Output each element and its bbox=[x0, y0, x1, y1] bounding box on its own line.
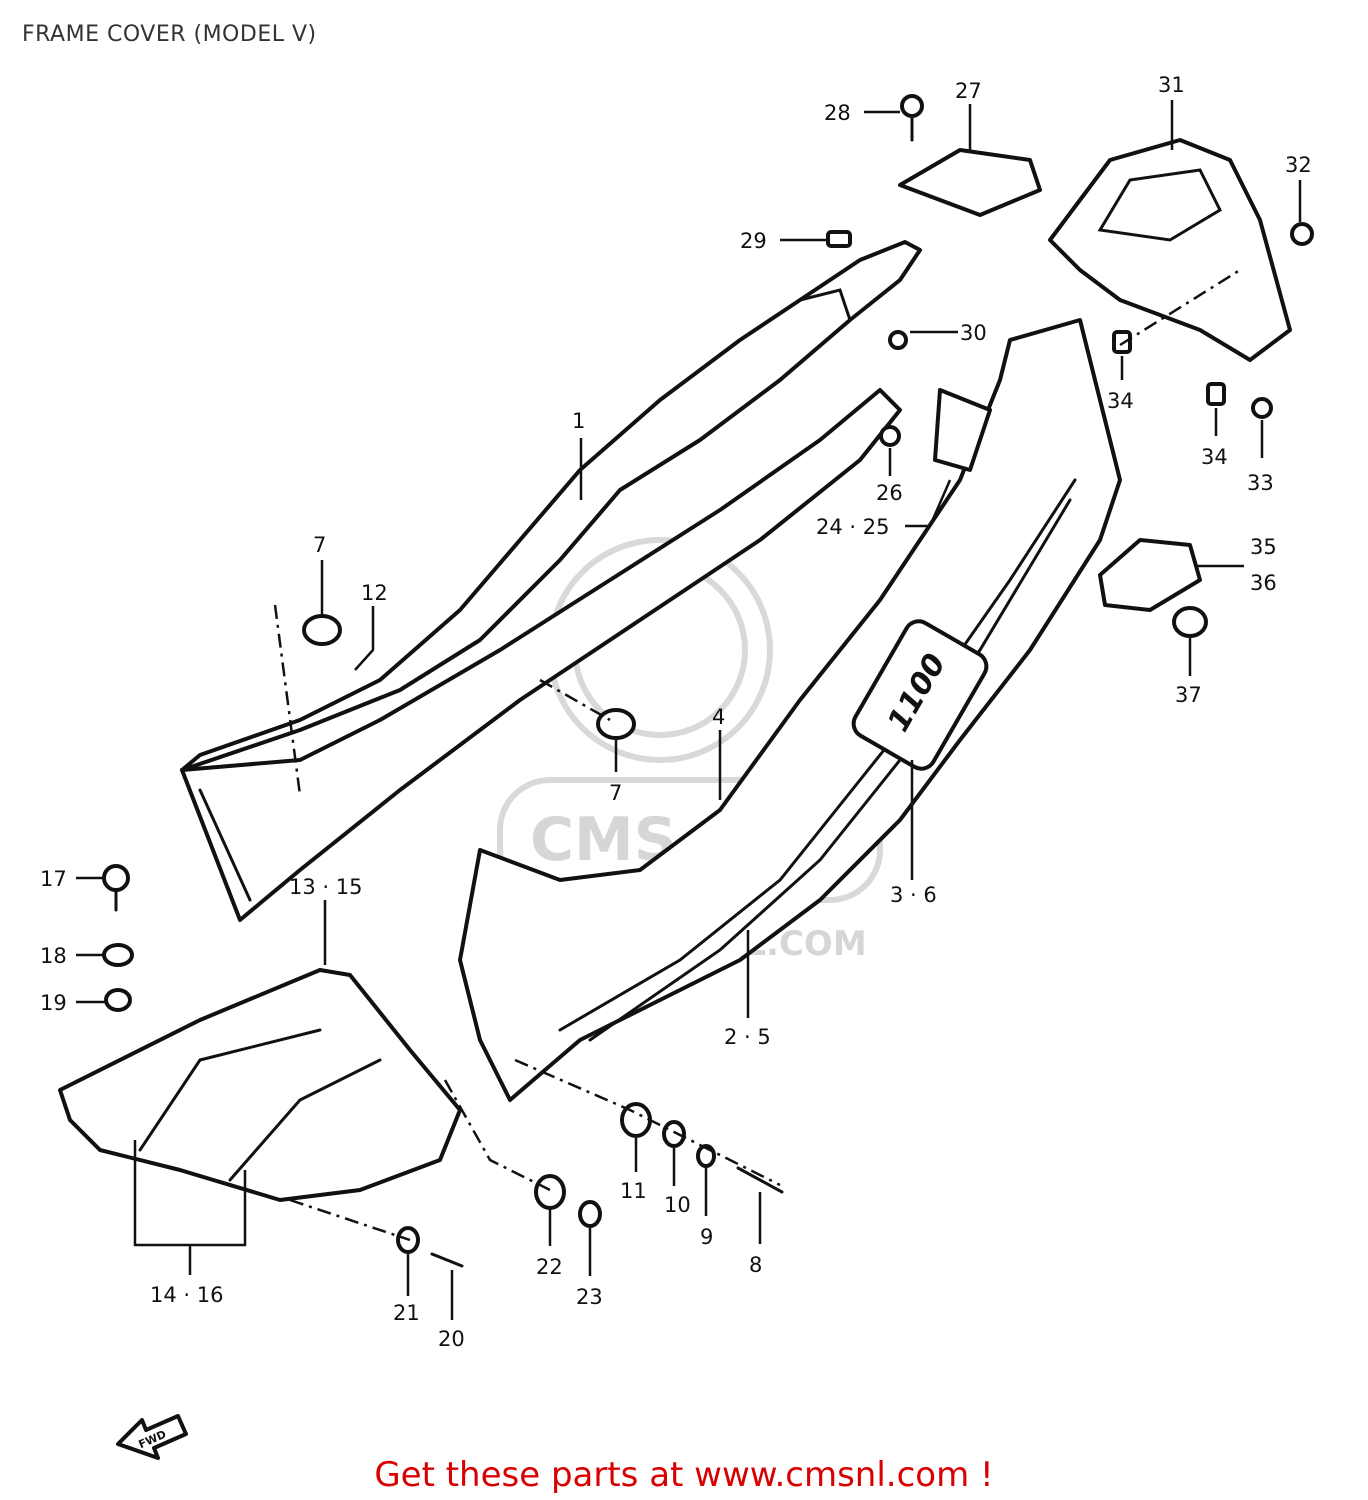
callout-9: 9 bbox=[700, 1225, 713, 1249]
page-title: FRAME COVER (MODEL V) bbox=[22, 22, 317, 47]
callout-32: 32 bbox=[1285, 153, 1312, 177]
callout-7b: 7 bbox=[609, 781, 622, 805]
callout-12: 12 bbox=[361, 581, 388, 605]
side-cover: 1100 bbox=[458, 318, 1122, 1102]
assembly-lines bbox=[273, 268, 1241, 1242]
leader-lines bbox=[76, 100, 1302, 1320]
lower-side-cover bbox=[58, 968, 462, 1202]
callout-1: 1 bbox=[572, 409, 585, 433]
callouts: 1 2 · 5 3 · 6 4 7 7 8 9 10 11 12 13 · 15… bbox=[40, 73, 1312, 1351]
callout-4: 4 bbox=[712, 705, 725, 729]
callout-26: 26 bbox=[876, 481, 903, 505]
callout-37: 37 bbox=[1175, 683, 1202, 707]
callout-20: 20 bbox=[438, 1327, 465, 1351]
callout-18: 18 bbox=[40, 944, 67, 968]
callout-10: 10 bbox=[664, 1193, 691, 1217]
callout-14-16: 14 · 16 bbox=[150, 1283, 223, 1307]
footer-link[interactable]: Get these parts at www.cmsnl.com ! bbox=[374, 1455, 994, 1495]
inner-frame-cover bbox=[180, 240, 922, 922]
callout-24-25: 24 · 25 bbox=[816, 515, 889, 539]
callout-29: 29 bbox=[740, 229, 767, 253]
callout-34a: 34 bbox=[1107, 389, 1134, 413]
callout-19: 19 bbox=[40, 991, 67, 1015]
bracket-27 bbox=[898, 148, 1042, 217]
callout-3-6: 3 · 6 bbox=[890, 883, 937, 907]
collar-37 bbox=[1172, 606, 1208, 638]
callout-30: 30 bbox=[960, 321, 987, 345]
callout-36: 36 bbox=[1250, 571, 1277, 595]
rubber-block bbox=[1098, 538, 1202, 612]
tail-piece bbox=[1048, 138, 1292, 362]
callout-11: 11 bbox=[620, 1179, 647, 1203]
callout-21: 21 bbox=[393, 1301, 420, 1325]
callout-8: 8 bbox=[749, 1253, 762, 1277]
callout-33: 33 bbox=[1247, 471, 1274, 495]
callout-31: 31 bbox=[1158, 73, 1185, 97]
callout-22: 22 bbox=[536, 1255, 563, 1279]
callout-17: 17 bbox=[40, 867, 67, 891]
forward-arrow-icon: FWD bbox=[116, 1414, 188, 1460]
callout-23: 23 bbox=[576, 1285, 603, 1309]
callout-35: 35 bbox=[1250, 535, 1277, 559]
callout-34b: 34 bbox=[1201, 445, 1228, 469]
callout-2-5: 2 · 5 bbox=[724, 1025, 771, 1049]
callout-27: 27 bbox=[955, 79, 982, 103]
callout-13-15: 13 · 15 bbox=[289, 875, 362, 899]
callout-28: 28 bbox=[824, 101, 851, 125]
callout-7a: 7 bbox=[313, 533, 326, 557]
